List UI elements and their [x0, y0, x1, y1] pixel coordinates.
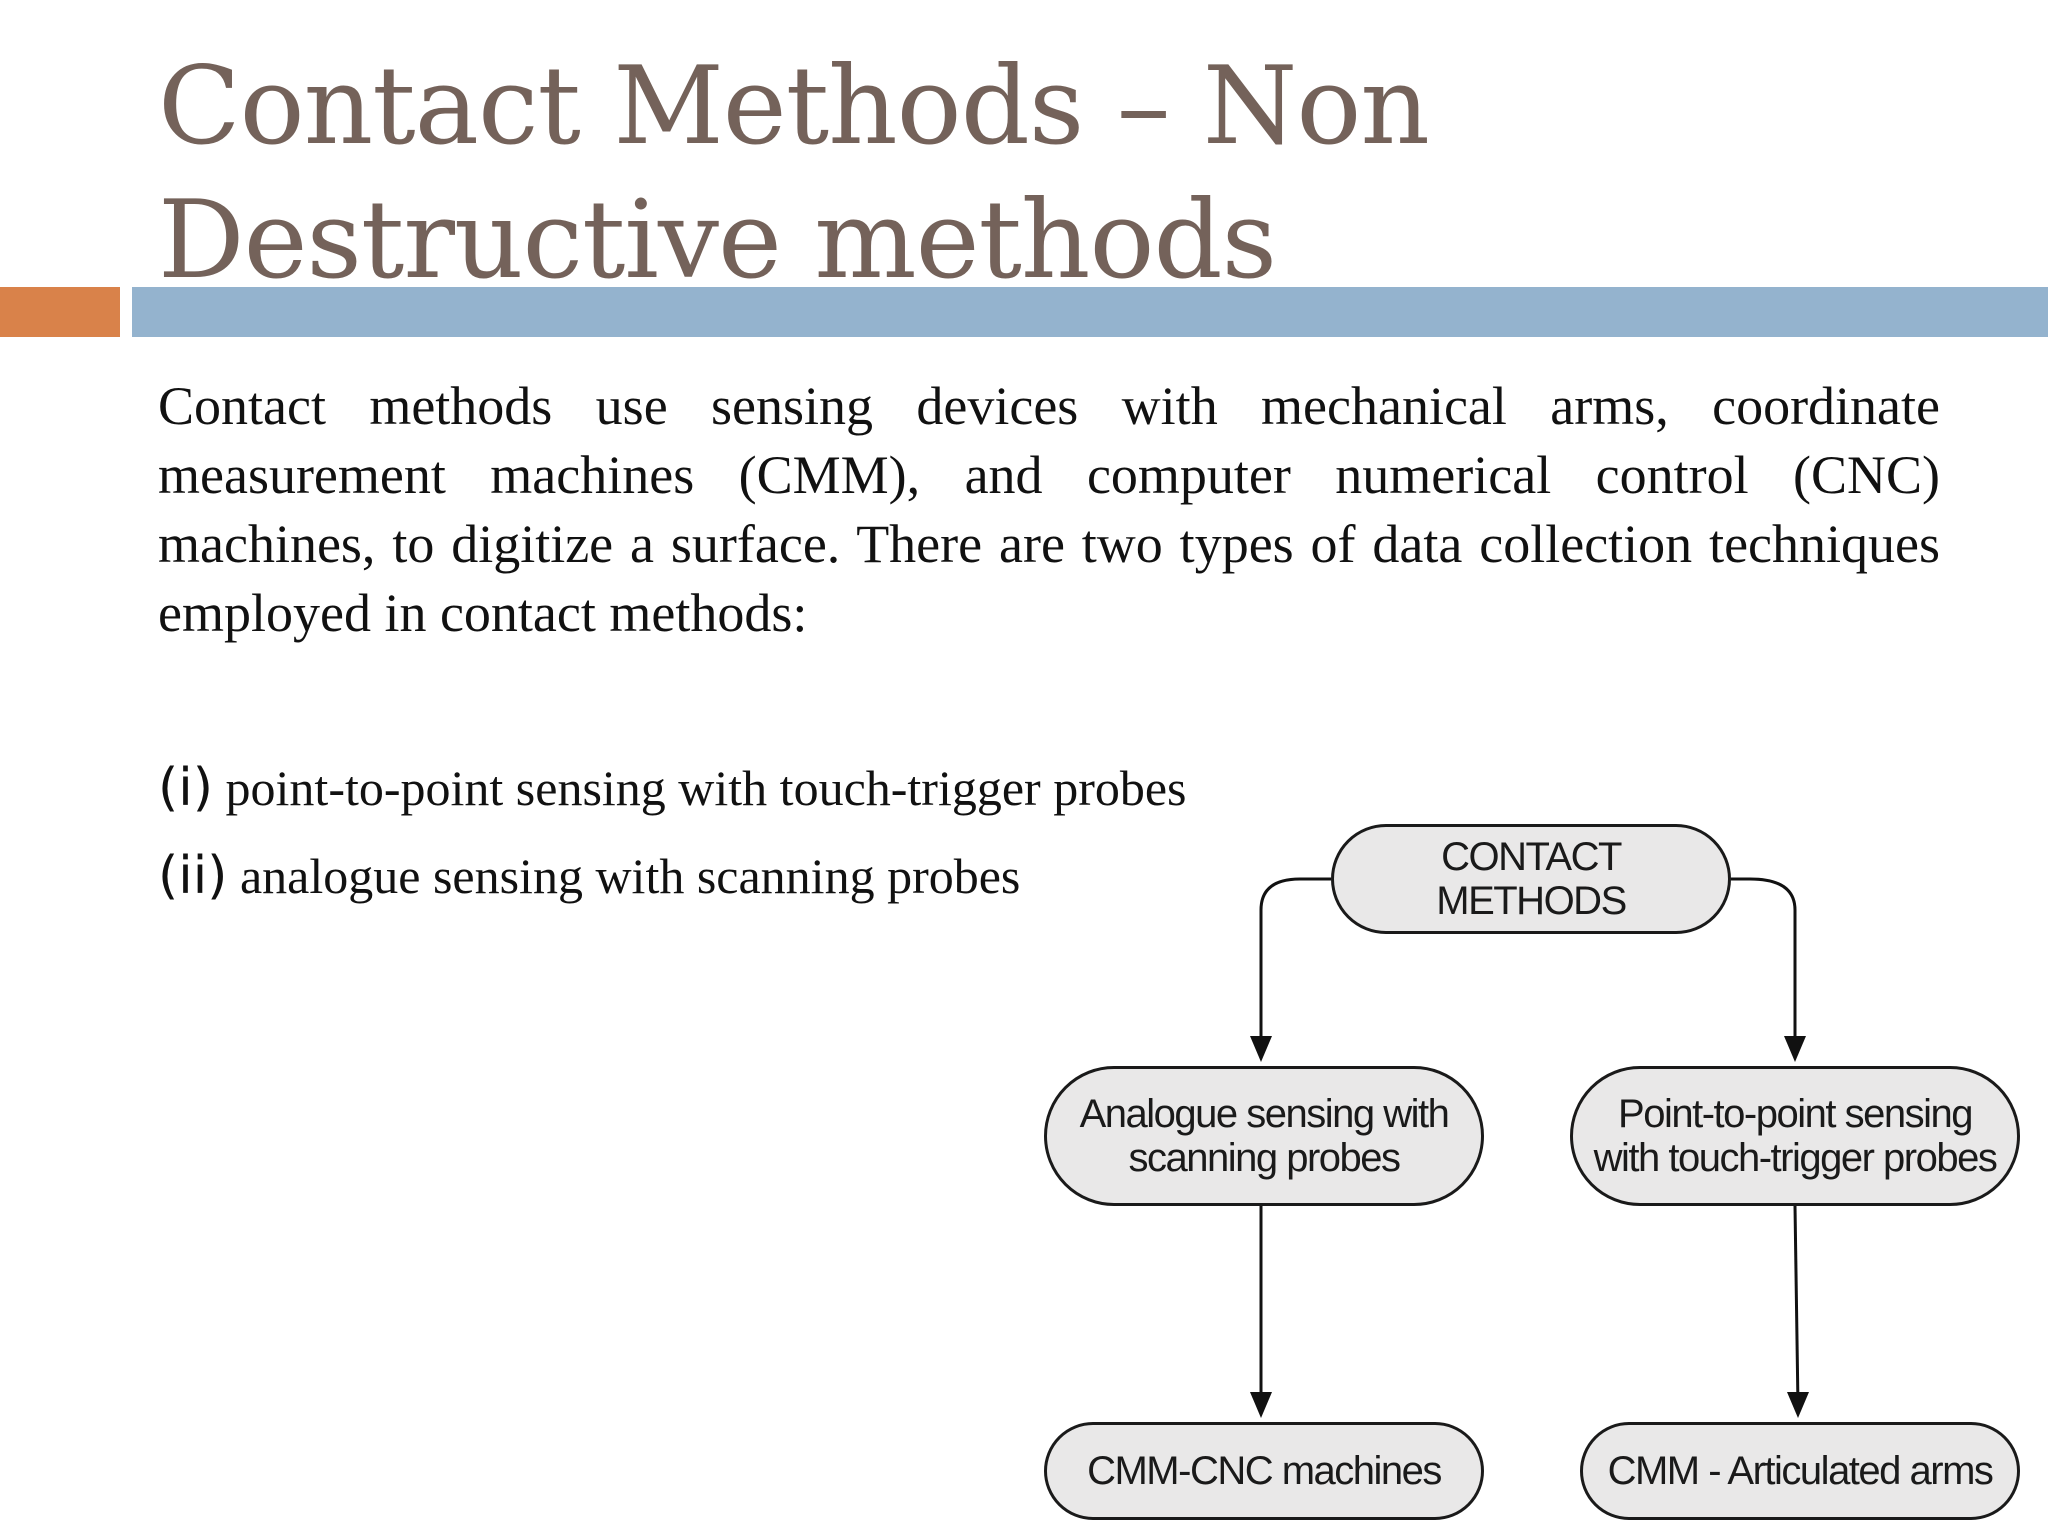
node-contact-methods-line-1: CONTACT: [1441, 835, 1622, 879]
arrowhead-arms: [1787, 1392, 1809, 1418]
intro-paragraph: Contact methods use sensing devices with…: [158, 376, 1940, 643]
technique-item-1-text: point-to-point sensing with touch-trigge…: [225, 760, 1187, 816]
connector-point-to-arms: [1793, 1205, 1800, 1407]
title-accent-bar-blue: [132, 287, 2048, 337]
node-cnc-label: CMM-CNC machines: [1087, 1449, 1442, 1493]
connector-root-to-analogue: [1259, 877, 1331, 1050]
arrowhead-analogue: [1250, 1036, 1272, 1062]
connector-root-to-point: [1731, 877, 1797, 1050]
slide-title: Contact Methods – Non Destructive method…: [158, 44, 1430, 303]
technique-item-2: (ii) analogue sensing with scanning prob…: [158, 846, 1020, 906]
technique-item-2-number: (ii): [158, 846, 228, 906]
node-analogue-line-2: scanning probes: [1128, 1136, 1401, 1180]
technique-item-1: (i) point-to-point sensing with touch-tr…: [158, 758, 1187, 818]
node-arms-label: CMM - Articulated arms: [1607, 1449, 1994, 1493]
node-point-line-1: Point-to-point sensing: [1618, 1092, 1973, 1136]
arrowhead-cnc: [1250, 1392, 1272, 1418]
technique-item-2-text: analogue sensing with scanning probes: [239, 848, 1021, 904]
title-accent-bar-orange: [0, 287, 120, 337]
node-point-line-2: with touch-trigger probes: [1593, 1136, 1998, 1180]
technique-item-1-number: (i): [158, 758, 214, 818]
arrowhead-point: [1784, 1036, 1806, 1062]
diagram-connectors: [1250, 877, 1809, 1418]
node-cmm-articulated-arms: CMM - Articulated arms: [1580, 1422, 2020, 1520]
node-contact-methods-line-2: METHODS: [1436, 879, 1627, 923]
node-analogue-line-1: Analogue sensing with: [1079, 1092, 1450, 1136]
node-cmm-cnc-machines: CMM-CNC machines: [1044, 1422, 1484, 1520]
